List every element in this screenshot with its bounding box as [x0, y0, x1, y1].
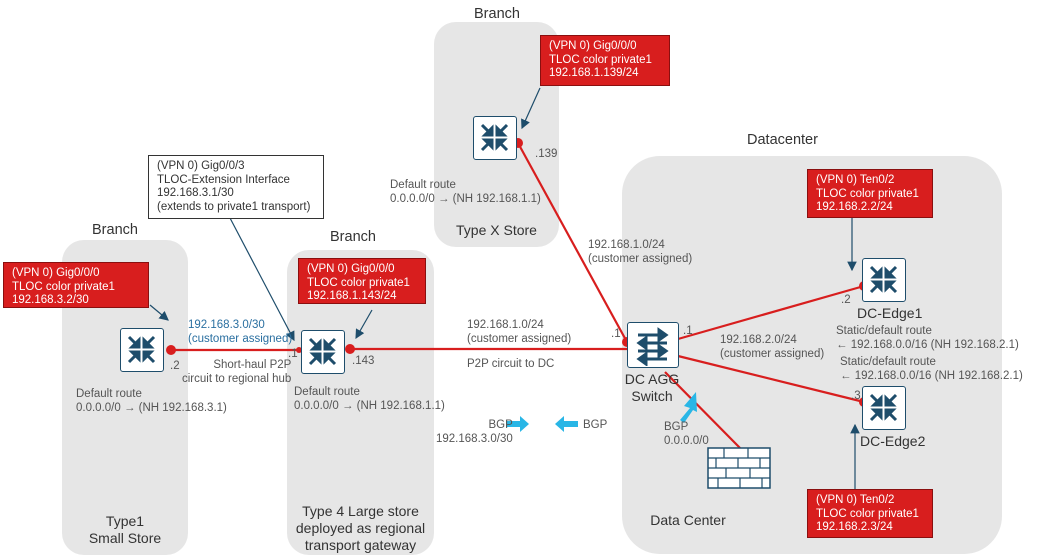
- bgp-arrow-left: [555, 416, 578, 432]
- bgp-arrow-up: [680, 392, 697, 423]
- dc-caption: Data Center: [650, 512, 726, 528]
- switch-icon-dc-agg[interactable]: [627, 322, 679, 368]
- dc-edge1-label: DC-Edge1: [857, 305, 923, 321]
- link-dc-edge2: [677, 354, 865, 404]
- type1-header: Branch: [92, 222, 138, 238]
- bgp-arrow-right: [506, 416, 529, 432]
- router-icon-type1[interactable]: [120, 328, 164, 372]
- p2p-dc-label: P2P circuit to DC: [467, 358, 555, 370]
- link-dc-firewall: [664, 371, 741, 449]
- type4-header: Branch: [330, 229, 376, 245]
- pointer-type4: [355, 309, 373, 340]
- typex-caption: Type X Store: [456, 222, 537, 238]
- typex-link-label: 192.168.1.0/24(customer assigned): [588, 239, 693, 265]
- if-label-139: .139: [535, 148, 558, 160]
- bgp-right-label: BGP: [583, 419, 608, 431]
- port-type4-143: [345, 344, 355, 354]
- static-route-edge2: Static/default route← 192.168.0.0/16 (NH…: [840, 356, 1023, 382]
- dc-edge-subnet-label: 192.168.2.0/24(customer assigned): [720, 334, 825, 360]
- typex-header: Branch: [474, 6, 520, 22]
- if-label-type4-1: .1: [288, 348, 298, 360]
- dc-header: Datacenter: [747, 132, 818, 148]
- dc-edge2-label: DC-Edge2: [860, 433, 926, 449]
- area-datacenter: [622, 156, 1002, 554]
- port-type4-1: [296, 347, 302, 353]
- link-dc-edge1: [677, 284, 865, 341]
- static-route-edge1: Static/default route← 192.168.0.0/16 (NH…: [836, 325, 1019, 351]
- router-icon-typex[interactable]: [473, 116, 517, 160]
- port-type1: [166, 345, 176, 355]
- if-label-switch-b: .1: [683, 325, 693, 337]
- pointer-type1: [149, 304, 169, 321]
- if-label-switch-a: .1: [611, 328, 621, 340]
- if-label-type1: .2: [170, 360, 180, 372]
- router-icon-type4[interactable]: [301, 330, 345, 374]
- if-label-edge2: .3: [851, 390, 861, 402]
- if-label-143: .143: [352, 355, 375, 367]
- if-label-edge1: .2: [841, 294, 851, 306]
- pointer-tloc-ext: [229, 217, 295, 342]
- router-icon-dc-edge2[interactable]: [862, 386, 906, 430]
- link-typex-dc: [517, 142, 628, 343]
- p2p-subnet-label: 192.168.3.0/30(customer assigned): [188, 319, 293, 345]
- pointer-typex: [521, 87, 541, 130]
- firewall-icon: [707, 447, 771, 489]
- dc-link-label: 192.168.1.0/24(customer assigned): [467, 319, 572, 345]
- router-icon-dc-edge1[interactable]: [862, 258, 906, 302]
